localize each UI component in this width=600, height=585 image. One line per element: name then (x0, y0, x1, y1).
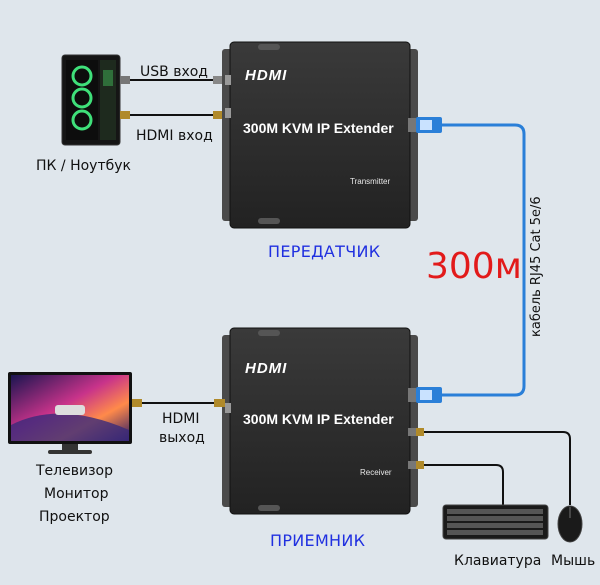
rj45-connector-icon (416, 117, 442, 133)
receiver-caption: ПРИЕМНИК (270, 531, 366, 550)
transmitter-title: 300M KVM IP Extender (243, 120, 394, 136)
transmitter-tag: Transmitter (350, 177, 391, 186)
distance-label: 300м (426, 246, 522, 287)
keyboard-label: Клавиатура (454, 553, 542, 569)
receiver-device (222, 327, 418, 515)
usb-cable (120, 76, 225, 84)
hdmi-in-cable (120, 111, 225, 119)
hdmi-in-label: HDMI вход (136, 128, 213, 144)
lan-cable (416, 117, 526, 403)
hdmi-plug-icon (213, 111, 225, 119)
receiver-hdmi-logo: HDMI (245, 360, 288, 377)
mouse-label: Мышь (551, 553, 596, 569)
mouse-icon (557, 505, 583, 543)
keyboard-cable (416, 461, 504, 505)
usb-in-label: USB вход (140, 64, 208, 80)
monitor-label: Монитор (44, 486, 109, 502)
keyboard-icon (442, 504, 549, 540)
receiver-title: 300M KVM IP Extender (243, 411, 394, 427)
hdmi-out-label-line2: выход (159, 430, 205, 446)
transmitter-hdmi-logo: HDMI (245, 67, 288, 84)
transmitter-caption: ПЕРЕДАТЧИК (268, 242, 381, 261)
usb-plug-icon (213, 76, 225, 84)
pc-tower-icon (61, 54, 121, 146)
projector-label: Проектор (39, 509, 110, 525)
hdmi-out-label-line1: HDMI (162, 411, 200, 427)
pc-label: ПК / Ноутбук (36, 158, 131, 174)
receiver-tag: Receiver (360, 468, 392, 477)
hdmi-out-cable (132, 399, 225, 407)
mouse-cable (416, 428, 571, 505)
tv-label: Телевизор (36, 463, 113, 479)
cable-label: кабель RJ45 Cat 5e/6 (529, 196, 544, 337)
rj45-connector-icon (416, 387, 442, 403)
transmitter-device (222, 41, 418, 229)
monitor-icon (8, 372, 132, 454)
